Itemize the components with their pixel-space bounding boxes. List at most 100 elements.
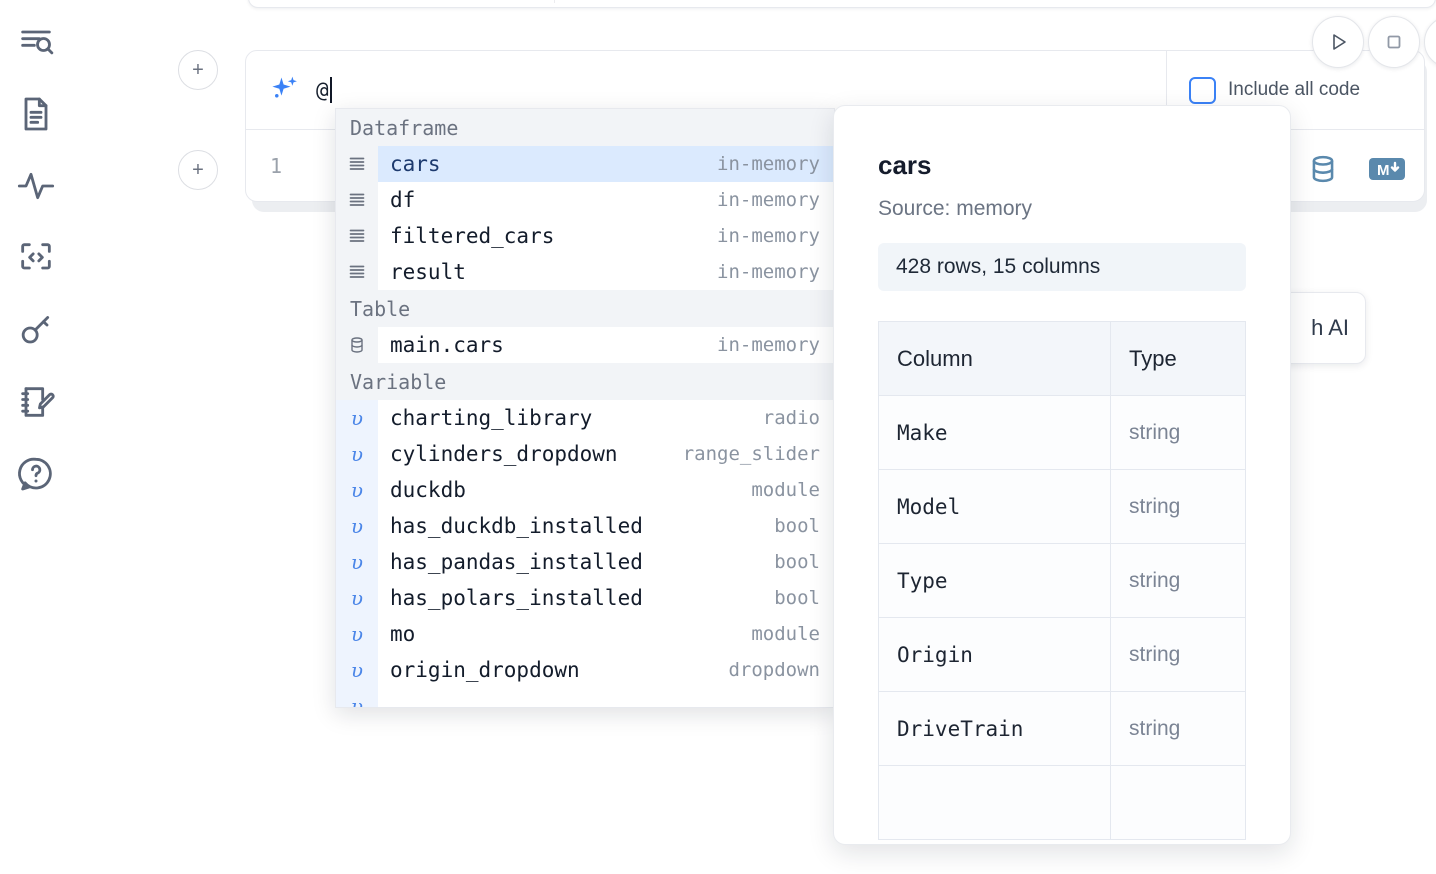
variable-icon: υ bbox=[336, 652, 378, 688]
autocomplete-item-body: main.cars in-memory bbox=[378, 327, 834, 363]
autocomplete-item-name: origin_dropdown bbox=[390, 658, 580, 682]
autocomplete-item-name: has_polars_installed bbox=[390, 586, 643, 610]
variable-icon: υ bbox=[336, 616, 378, 652]
autocomplete-item-name: has_duckdb_installed bbox=[390, 514, 643, 538]
table-header-row: Column Type bbox=[878, 321, 1246, 396]
include-all-code-checkbox[interactable] bbox=[1189, 76, 1216, 104]
autocomplete-item-type: in-memory bbox=[717, 225, 820, 247]
autocomplete-item-type: in-memory bbox=[717, 189, 820, 211]
column-name-cell: Model bbox=[878, 469, 1111, 544]
column-name-cell: Type bbox=[878, 543, 1111, 618]
autocomplete-item-name: cylinders_dropdown bbox=[390, 442, 618, 466]
autocomplete-item[interactable]: filtered_cars in-memory bbox=[336, 218, 834, 254]
dataframe-detail-panel: cars Source: memory 428 rows, 15 columns… bbox=[833, 105, 1291, 845]
database-icon[interactable] bbox=[1306, 152, 1340, 191]
run-button[interactable] bbox=[1312, 16, 1364, 68]
column-name-cell bbox=[878, 765, 1111, 840]
autocomplete-item-type: range_slider bbox=[682, 443, 820, 465]
ai-prompt-input[interactable]: @ bbox=[316, 70, 1166, 110]
variable-icon: υ bbox=[336, 472, 378, 508]
sparkles-icon bbox=[268, 73, 302, 107]
dataframe-icon bbox=[336, 146, 378, 182]
more-actions-button[interactable] bbox=[1424, 16, 1436, 68]
autocomplete-item[interactable]: υ origin_dropdown dropdown bbox=[336, 652, 834, 688]
column-type-cell: string bbox=[1110, 543, 1246, 618]
autocomplete-item-name: cars bbox=[390, 152, 441, 176]
variable-icon: υ bbox=[336, 580, 378, 616]
column-type-cell: string bbox=[1110, 691, 1246, 766]
autocomplete-item-type: bool bbox=[774, 551, 820, 573]
activity-icon[interactable] bbox=[12, 162, 60, 210]
key-icon[interactable] bbox=[12, 306, 60, 354]
above-cell-card bbox=[248, 0, 1436, 8]
markdown-icon[interactable]: M bbox=[1368, 156, 1406, 187]
column-name-cell: DriveTrain bbox=[878, 691, 1111, 766]
autocomplete-group-header: Variable bbox=[336, 363, 834, 400]
autocomplete-item-type: dropdown bbox=[728, 659, 820, 681]
autocomplete-item-type: module bbox=[751, 479, 820, 501]
dataframe-icon bbox=[336, 218, 378, 254]
outline-search-icon[interactable] bbox=[12, 18, 60, 66]
autocomplete-item-name: filtered_cars bbox=[390, 224, 555, 248]
text-caret bbox=[329, 77, 332, 103]
autocomplete-item-body: filtered_cars in-memory bbox=[378, 218, 834, 254]
file-text-icon[interactable] bbox=[12, 90, 60, 138]
add-cell-below-button[interactable]: + bbox=[178, 150, 218, 190]
autocomplete-item-type: in-memory bbox=[717, 334, 820, 356]
column-type-cell bbox=[1110, 765, 1246, 840]
line-number: 1 bbox=[269, 154, 283, 178]
autocomplete-group-header: Table bbox=[336, 290, 834, 327]
autocomplete-item[interactable]: υ bbox=[336, 688, 834, 707]
autocomplete-item-body: mo module bbox=[378, 616, 834, 652]
autocomplete-item[interactable]: main.cars in-memory bbox=[336, 327, 834, 363]
column-type-cell: string bbox=[1110, 617, 1246, 692]
detail-source: Source: memory bbox=[878, 197, 1033, 220]
autocomplete-item-name: charting_library bbox=[390, 406, 593, 430]
column-header: Column bbox=[878, 321, 1111, 396]
dataframe-icon bbox=[336, 182, 378, 218]
help-chat-icon[interactable] bbox=[12, 450, 60, 498]
notebook-edit-icon[interactable] bbox=[12, 378, 60, 426]
autocomplete-item[interactable]: υ cylinders_dropdown range_slider bbox=[336, 436, 834, 472]
variable-icon: υ bbox=[336, 688, 378, 707]
stop-button[interactable] bbox=[1368, 16, 1420, 68]
add-cell-above-button[interactable]: + bbox=[178, 50, 218, 90]
autocomplete-item-name: mo bbox=[390, 622, 416, 646]
variable-icon: υ bbox=[336, 436, 378, 472]
autocomplete-item-type: module bbox=[751, 623, 820, 645]
autocomplete-item-type: in-memory bbox=[717, 261, 820, 283]
database-icon bbox=[336, 327, 378, 363]
detail-title: cars bbox=[878, 150, 932, 180]
generate-with-ai-label: h AI bbox=[1311, 315, 1349, 340]
cell-tools: M bbox=[1306, 152, 1406, 191]
ai-prompt-value: @ bbox=[316, 78, 329, 102]
code-snippet-icon[interactable] bbox=[12, 234, 60, 282]
autocomplete-item-name: main.cars bbox=[390, 333, 504, 357]
autocomplete-item-body: origin_dropdown dropdown bbox=[378, 652, 834, 688]
column-type-cell: string bbox=[1110, 469, 1246, 544]
column-name-cell: Make bbox=[878, 395, 1111, 470]
type-header: Type bbox=[1110, 321, 1246, 396]
variable-icon: υ bbox=[336, 508, 378, 544]
dataframe-icon bbox=[336, 254, 378, 290]
